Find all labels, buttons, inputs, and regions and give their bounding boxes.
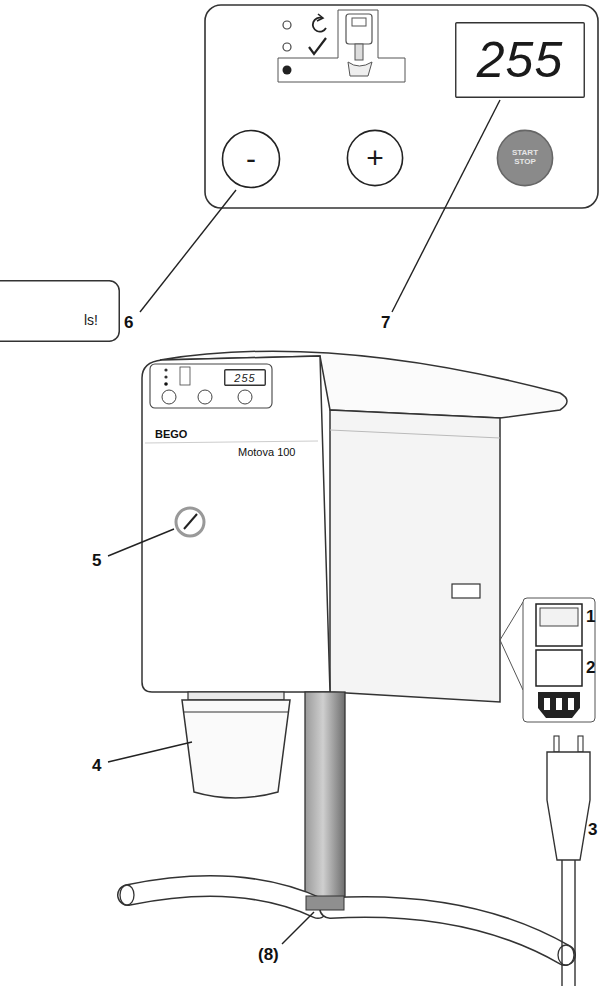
led — [283, 43, 291, 51]
node-outline — [225, 370, 266, 386]
leader-line — [282, 912, 314, 944]
mixing-cup — [182, 700, 290, 798]
node-outline — [0, 281, 119, 342]
cup-rim — [183, 711, 289, 712]
node-text: + — [366, 143, 384, 173]
node-outline — [456, 23, 585, 98]
mixer-icon — [180, 367, 190, 385]
power-cord — [562, 860, 575, 986]
stand-column — [306, 896, 344, 910]
power-socket — [568, 698, 574, 710]
icon-frame — [278, 10, 405, 82]
plus-button: + — [345, 128, 405, 188]
callout-number: (8) — [258, 945, 279, 965]
node-outline — [0, 280, 120, 342]
leader-line — [108, 529, 174, 556]
note-box: ls! — [0, 280, 120, 342]
inset-pointer — [500, 640, 523, 690]
button — [198, 390, 212, 404]
display-readout: 255 — [455, 22, 585, 98]
base-arm — [128, 886, 318, 908]
device-panel — [150, 364, 272, 408]
node-outline — [222, 130, 279, 187]
cup-holder — [188, 692, 284, 700]
inset-frame — [523, 598, 595, 722]
start-stop-button: START STOP — [495, 128, 555, 188]
led — [164, 375, 167, 378]
node-text: - — [246, 144, 256, 174]
inset-pointer — [500, 602, 523, 640]
callout-number: 2 — [586, 658, 595, 678]
leader-line — [140, 190, 236, 312]
base-arm — [330, 907, 565, 955]
node-text: 255 — [234, 372, 255, 384]
mixer-icon — [355, 44, 363, 60]
housing-front — [142, 356, 330, 692]
side-slot — [452, 584, 480, 598]
sight-gauge — [176, 508, 204, 536]
model-label: Motova 100 — [238, 446, 295, 458]
power-switch — [540, 608, 578, 626]
minus-button: - — [220, 128, 282, 190]
callout-number: 3 — [588, 820, 597, 840]
led — [164, 368, 167, 371]
node-text: START STOP — [508, 149, 542, 167]
power-socket — [556, 698, 562, 710]
led — [164, 382, 168, 386]
power-plug — [578, 736, 583, 752]
display-readout: 255 — [224, 369, 266, 386]
callout-number: 1 — [586, 607, 595, 627]
base-arm — [128, 886, 318, 908]
node-text: ls! — [84, 312, 98, 328]
power-socket — [538, 692, 580, 718]
panel-outline — [205, 5, 598, 208]
button — [238, 390, 252, 404]
callout-number: 5 — [92, 551, 101, 571]
leader-line — [392, 100, 500, 312]
power-switch — [536, 604, 582, 646]
node-outline — [497, 130, 552, 185]
trim-line — [145, 441, 318, 443]
power-plug — [554, 736, 559, 752]
callout-number: 7 — [381, 313, 390, 333]
mixer-icon — [348, 62, 372, 76]
callout-number: 4 — [92, 756, 101, 776]
base-end — [120, 885, 134, 905]
gauge-needle — [184, 514, 197, 529]
check-icon — [309, 38, 326, 54]
power-plug — [547, 752, 590, 860]
fuse-holder — [536, 650, 582, 686]
led — [283, 21, 291, 29]
base-arm — [330, 907, 565, 955]
housing-shade — [330, 430, 500, 438]
node-text: 255 — [477, 31, 563, 89]
leader-line — [108, 742, 192, 762]
led — [283, 66, 292, 75]
stand-column — [305, 692, 345, 910]
housing-side — [330, 410, 500, 702]
callout-number: 6 — [124, 313, 133, 333]
power-socket — [544, 698, 550, 710]
node-outline — [347, 130, 402, 185]
button — [162, 390, 176, 404]
mixer-icon — [346, 14, 372, 44]
cycle-icon — [317, 14, 323, 21]
mixer-icon — [352, 18, 366, 26]
brand-label: BEGO — [155, 428, 187, 440]
base-end — [558, 945, 574, 965]
